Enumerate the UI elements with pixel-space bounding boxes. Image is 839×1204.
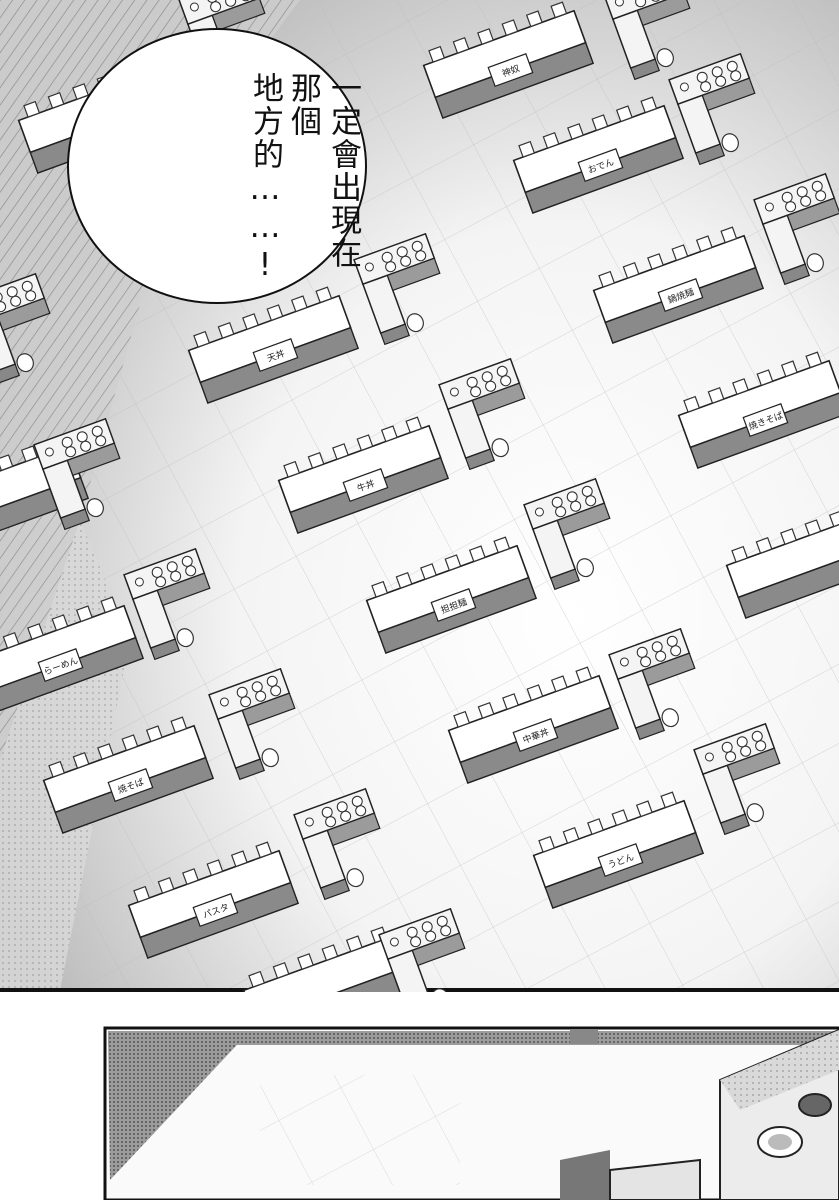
- stall-sign: 鍋焼麺: [657, 278, 704, 313]
- stall-table: パスタ: [127, 841, 300, 959]
- stall-table: 焼きそば: [677, 351, 839, 469]
- stall-sign: パスタ: [192, 893, 239, 928]
- stall-table: 天丼: [187, 286, 360, 404]
- kitchen-counter: [208, 667, 296, 781]
- speech-line-2: 地方的……!: [247, 72, 283, 285]
- stall-sign: うどん: [597, 843, 644, 878]
- stall-table: うどん: [532, 791, 705, 909]
- kitchen-counter: [693, 722, 781, 836]
- stall-sign: 焼きそば: [742, 403, 789, 438]
- kitchen-counter: [293, 787, 381, 901]
- stall-table: 担担麺: [365, 536, 538, 654]
- stall-table: 焼そば: [42, 716, 215, 834]
- stall-sign: 神奴: [487, 53, 534, 88]
- kitchen-counter: [438, 357, 526, 471]
- stall-sign: おでん: [577, 148, 624, 183]
- stall-sign: 天丼: [252, 338, 299, 373]
- kitchen-counter: [603, 0, 691, 81]
- stall-sign: らーめん: [37, 648, 84, 683]
- speech-line-1: 一定會出現在那個: [285, 72, 361, 270]
- kitchen-counter: [753, 172, 839, 286]
- stall-table: おでん: [512, 96, 685, 214]
- kitchen-counters: [0, 0, 839, 1021]
- kitchen-counter: [0, 272, 51, 386]
- kitchen-counter: [668, 52, 756, 166]
- kitchen-counter: [608, 627, 696, 741]
- lower-panel: [0, 992, 839, 1202]
- stall-table: [725, 509, 839, 619]
- stall-table: 中華丼: [447, 666, 620, 784]
- stall-sign: 牛丼: [342, 468, 389, 503]
- kitchen-counter: [523, 477, 611, 591]
- kitchen-counter: [33, 417, 121, 531]
- stall-sign: 中華丼: [512, 718, 559, 753]
- stall-table: らーめん: [0, 596, 145, 714]
- stall-table: 牛丼: [277, 416, 450, 534]
- kitchen-counter: [353, 232, 441, 346]
- stall-table: 鍋焼麺: [592, 226, 765, 344]
- speech-bubble: 一定會出現在那個 地方的……!: [67, 28, 367, 304]
- kitchen-counter: [123, 547, 211, 661]
- stall-sign: 焼そば: [107, 768, 154, 803]
- stall-table: 神奴: [422, 1, 595, 119]
- stall-sign: 担担麺: [430, 588, 477, 623]
